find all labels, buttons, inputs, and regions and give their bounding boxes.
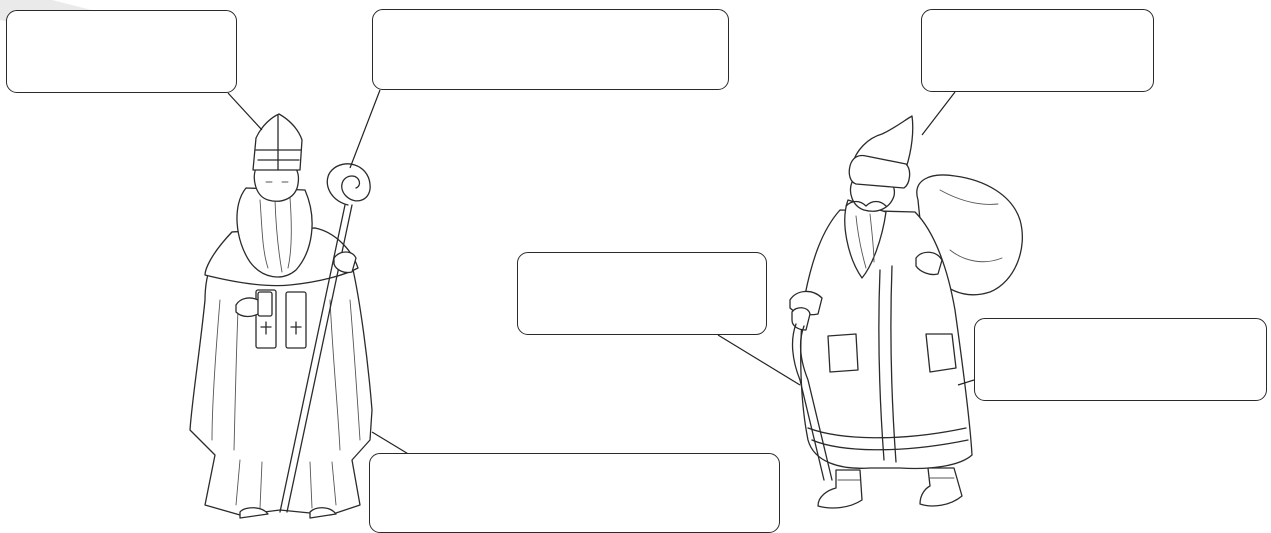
label-box-hat[interactable] bbox=[921, 9, 1154, 92]
leader-line-robe bbox=[372, 432, 410, 455]
saint-nicholas-illustration bbox=[190, 114, 372, 518]
label-box-mitre[interactable] bbox=[6, 10, 237, 93]
label-box-crozier[interactable] bbox=[372, 9, 729, 90]
leader-line-crozier bbox=[350, 90, 380, 168]
leader-line-mitre bbox=[228, 93, 262, 130]
father-christmas-illustration bbox=[790, 116, 1022, 508]
label-box-walking-stick[interactable] bbox=[517, 252, 767, 335]
leader-line-stick bbox=[718, 335, 800, 385]
leader-line-hat bbox=[922, 92, 955, 135]
label-box-coat[interactable] bbox=[974, 318, 1267, 401]
label-box-robe[interactable] bbox=[369, 453, 780, 533]
